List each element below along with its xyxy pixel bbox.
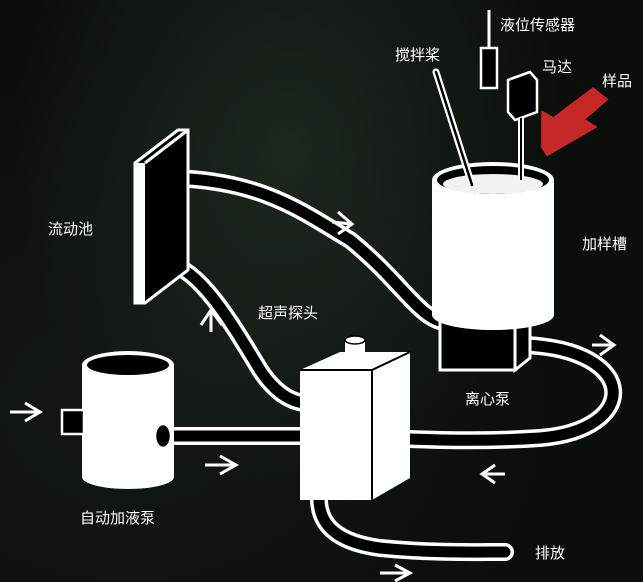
flow-arrow-5 — [205, 454, 240, 476]
label-motor: 马达 — [542, 58, 572, 76]
label-flow-cell: 流动池 — [48, 220, 93, 238]
flow-cell — [133, 128, 190, 305]
sample-arrow — [541, 87, 609, 157]
label-auto-dosing-pump: 自动加液泵 — [80, 509, 155, 527]
label-feed-tank: 加样槽 — [582, 235, 627, 253]
ultrasonic-probe — [300, 335, 411, 500]
flow-arrow-6 — [10, 401, 43, 423]
flow-arrow-3 — [592, 333, 617, 357]
flow-arrow-7 — [380, 563, 414, 582]
motor — [506, 70, 539, 180]
auto-dosing-pump — [60, 351, 174, 489]
tube-probe-to-flowcell — [159, 254, 324, 413]
label-drain: 排放 — [535, 544, 565, 562]
flow-arrow-1 — [331, 210, 355, 236]
tube-drain — [309, 456, 514, 562]
tube-pump-to-probe — [376, 336, 623, 450]
label-centrifugal-pump: 离心泵 — [465, 390, 510, 408]
stirrer — [432, 68, 476, 189]
flow-arrow-2 — [199, 307, 224, 332]
flow-arrow-4 — [479, 463, 505, 485]
label-ultrasonic-probe: 超声探头 — [258, 304, 318, 322]
tube-flowcell-to-tank — [161, 169, 454, 331]
label-stirrer: 搅拌桨 — [395, 46, 440, 64]
label-level-sensor: 液位传感器 — [500, 16, 575, 34]
label-sample: 样品 — [602, 72, 632, 90]
level-sensor — [479, 10, 499, 90]
feed-tank — [432, 162, 554, 374]
